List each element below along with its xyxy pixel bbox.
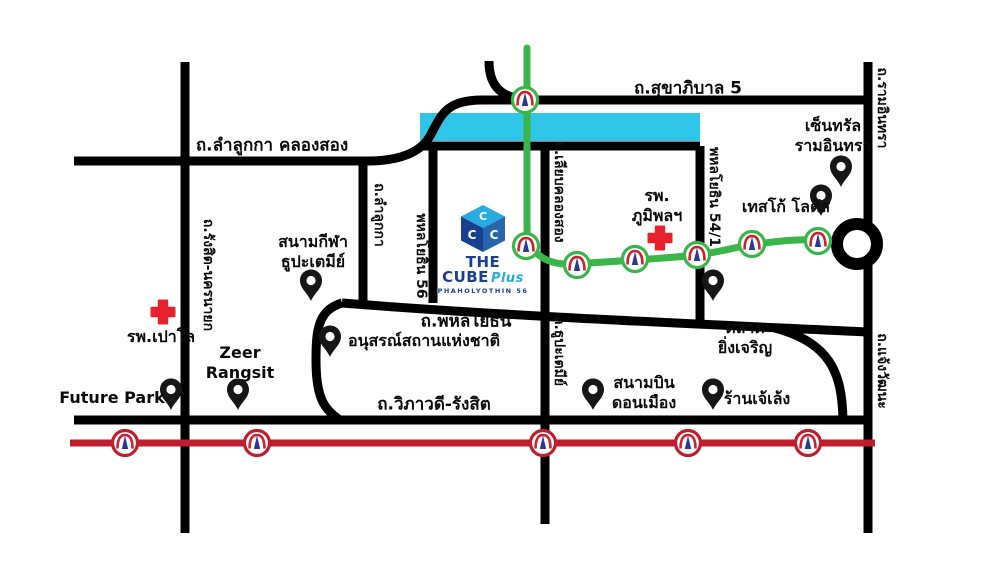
road-label-phahonyothin-54-1: พหลโยธิน 54/1	[705, 146, 722, 248]
green-station-icon	[510, 85, 540, 115]
red-station-icon	[528, 428, 558, 458]
road-label-ramindra: ถ.รามอินทรา	[873, 67, 890, 149]
logo-name: THE CUBE	[442, 253, 501, 286]
road-label-phahonyothin: ถ.พหลโยธิน	[420, 311, 512, 332]
green-station-icon	[620, 244, 650, 274]
bhumibol-hospital-cross-icon	[647, 225, 673, 251]
green-station-icon	[737, 229, 767, 259]
road-label-lamlukka-klongsong: ถ.ลำลูกกา คลองสอง	[195, 135, 349, 156]
road-phahonyothin-south-curve	[311, 298, 344, 424]
landmark-central-ramindra: เซ็นทรัล รามอินทรา	[794, 116, 872, 155]
landmark-tesco-lotus: เทสโก้ โลตัส	[741, 197, 831, 216]
road-sukhaphiban-5	[367, 95, 868, 166]
landmark-thupatemi-stadium: สนามกีฬา ธูปะเตมีย์	[278, 232, 348, 271]
green-station-icon	[562, 250, 592, 280]
thupatemi-stadium-pin-icon	[300, 269, 322, 301]
svg-text:C: C	[468, 228, 477, 242]
road-label-vibhavadi-rangsit: ถ.วิภาวดี-รังสิต	[377, 394, 491, 415]
svg-text:C: C	[490, 228, 499, 242]
red-station-icon	[110, 428, 140, 458]
landmark-zeer-rangsit: Zeer Rangsit	[205, 343, 275, 382]
central-ramindra-pin-icon	[830, 155, 852, 187]
road-label-thupatemi: ถ.ธูปะเตมีย์	[550, 315, 567, 387]
road-label-sukhaphiban-5: ถ.สุขาภิบาล 5	[633, 78, 743, 99]
zeer-rangsit-pin-icon	[227, 378, 249, 410]
road-label-chaengwattana: ถ.แจ้งวัฒนะ	[873, 333, 890, 409]
road-label-liap-khlong-song: ถ.เลียบคลองสอง	[550, 141, 567, 243]
road-label-rangsit-nakhonnayok: ถ.รังสิต-นครนายก	[199, 218, 216, 332]
road-phahonyothin	[341, 298, 869, 337]
green-station-icon	[803, 226, 833, 256]
landmark-don-mueang: สนามบิน ดอนเมือง	[611, 373, 677, 412]
landmark-future-park: Future Park	[59, 388, 165, 407]
don-mueang-pin-icon	[582, 378, 604, 410]
logo-plus: Plus	[490, 271, 524, 286]
roads	[74, 60, 873, 533]
landmark-paolo-hospital: รพ.เปาโล	[126, 327, 196, 346]
road-label-lamlukka: ถ.ลำลูกกา	[370, 183, 387, 247]
red-station-icon	[242, 428, 272, 458]
red-station-icon	[673, 428, 703, 458]
canal	[420, 113, 700, 141]
landmark-national-memorial: อนุสรณ์สถานแห่งชาติ	[347, 331, 501, 350]
landmark-je-leng: ร้านเจ้เล้ง	[723, 389, 791, 408]
cube-icon: C C C	[461, 205, 505, 252]
roundabout	[831, 218, 883, 270]
landmark-ying-charoen: ตลาด ยิ่งเจริญ	[717, 318, 773, 357]
ying-charoen-pin-icon	[702, 269, 724, 301]
logo-subtitle: PHAHOLYOTHIN 56	[437, 287, 529, 295]
je-leng-pin-icon	[702, 378, 724, 410]
paolo-hospital-cross-icon	[150, 299, 176, 325]
road-southeast-connector	[773, 323, 848, 421]
svg-text:C: C	[479, 210, 487, 223]
national-memorial-pin-icon	[319, 325, 341, 357]
landmark-bhumibol-hospital: รพ. ภูมิพลฯ	[631, 186, 683, 225]
red-station-icon	[793, 428, 823, 458]
